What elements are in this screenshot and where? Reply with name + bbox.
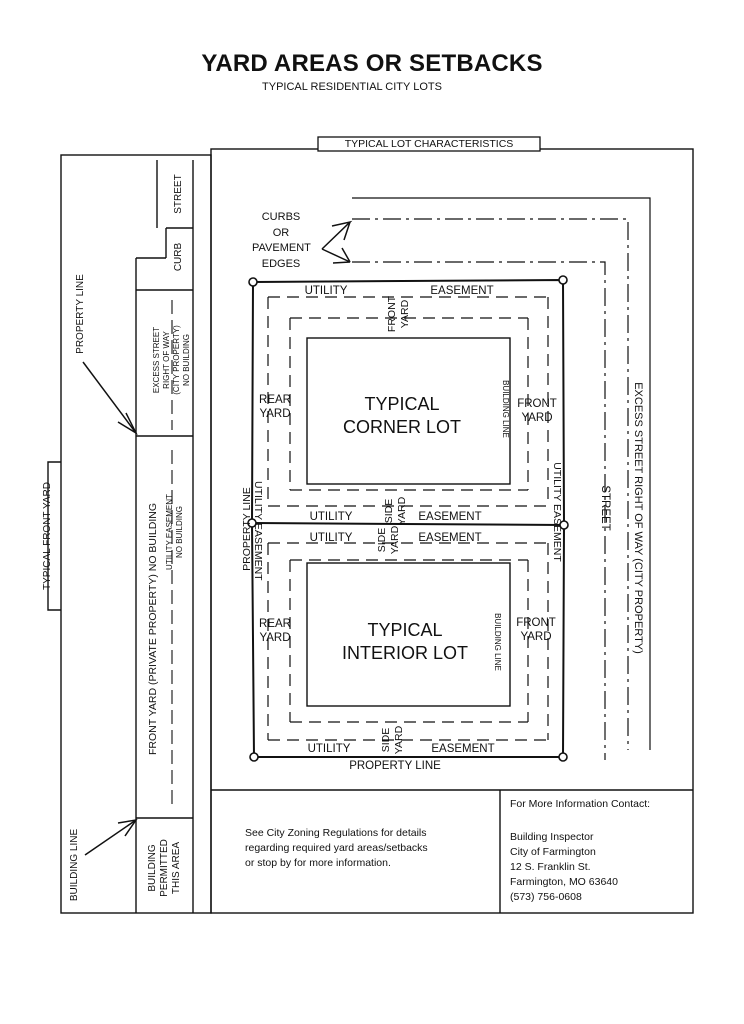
- lot-name-line: INTERIOR LOT: [341, 643, 468, 663]
- corner-easement-bottom: EASEMENT: [418, 511, 482, 523]
- interior-lot-name: TYPICAL INTERIOR LOT: [318, 619, 492, 665]
- curb-label: CURB: [173, 242, 184, 272]
- street-right-label: STREET: [599, 485, 611, 531]
- corner-utility-label: UTILITY: [304, 285, 348, 297]
- contact-line: (573) 756-0608: [510, 891, 582, 903]
- corner-lot-name: TYPICAL CORNER LOT: [317, 393, 487, 439]
- front-yard-line: YARD: [520, 631, 552, 643]
- front-yard-line: FRONT: [516, 617, 556, 629]
- corner-front-yard-right: FRONT YARD: [512, 397, 562, 425]
- rear-yard-line: REAR: [259, 618, 291, 630]
- corner-rear-yard: REAR YARD: [254, 393, 296, 421]
- interior-easement-bottom: EASEMENT: [431, 743, 495, 755]
- contact-line: 12 S. Franklin St.: [510, 861, 591, 873]
- panel-title: TYPICAL LOT CHARACTERISTICS: [344, 138, 514, 150]
- zoning-note: See City Zoning Regulations for details …: [245, 826, 495, 871]
- building-permitted-line: BUILDING: [147, 844, 158, 892]
- excess-row-block: EXCESS STREET RIGHT OF WAY (CITY PROPERT…: [152, 301, 192, 419]
- interior-utility-bottom: UTILITY: [307, 743, 351, 755]
- contact-line: City of Farmington: [510, 846, 596, 858]
- building-permitted-line: PERMITTED: [159, 839, 170, 897]
- interior-front-yard: FRONT YARD: [511, 616, 561, 644]
- lot-name-line: CORNER LOT: [342, 417, 461, 437]
- side-yard-line: YARD: [389, 525, 401, 555]
- curbs-label-line: OR: [272, 226, 290, 239]
- corner-building-line: BUILDING LINE: [501, 380, 510, 438]
- excess-row-line: (CITY PROPERTY): [172, 325, 181, 395]
- property-line-bottom: PROPERTY LINE: [349, 760, 441, 772]
- interior-rear-yard: REAR YARD: [254, 617, 296, 645]
- lot-name-line: TYPICAL: [364, 394, 440, 414]
- page-subtitle: TYPICAL RESIDENTIAL CITY LOTS: [262, 81, 442, 93]
- curbs-label-line: CURBS: [261, 211, 301, 223]
- utility-easement-line: UTILITY EASEMENT: [165, 494, 174, 570]
- property-line-left: PROPERTY LINE: [241, 487, 253, 571]
- front-yard-private-label: FRONT YARD (PRIVATE PROPERTY) NO BUILDIN…: [147, 502, 159, 756]
- front-yard-line: FRONT: [517, 398, 557, 410]
- contact-line: Farmington, MO 63640: [510, 876, 618, 888]
- zoning-note-line: or stop by for more information.: [245, 857, 391, 869]
- utility-easement-line: NO BUILDING: [175, 506, 184, 559]
- interior-utility-top: UTILITY: [309, 532, 353, 544]
- contact-block: Building Inspector City of Farmington 12…: [510, 830, 690, 905]
- building-permitted-label: BUILDING PERMITTED THIS AREA: [147, 828, 185, 908]
- building-permitted-line: THIS AREA: [171, 841, 182, 895]
- corner-easement-label: EASEMENT: [430, 285, 494, 297]
- interior-side-yard: SIDE YARD: [380, 718, 408, 762]
- interior-easement-top: EASEMENT: [418, 532, 482, 544]
- excess-row-line: RIGHT OF WAY: [162, 331, 171, 389]
- front-yard-line: FRONT: [386, 295, 398, 333]
- contact-heading: For More Information Contact:: [510, 798, 651, 810]
- excess-row-right-label: EXCESS STREET RIGHT OF WAY (CITY PROPERT…: [632, 382, 644, 654]
- rear-yard-line: REAR: [259, 394, 291, 406]
- excess-row-line: NO BUILDING: [182, 334, 191, 387]
- rear-yard-line: YARD: [259, 408, 291, 420]
- utility-easement-right: UTILITY EASEMENT: [551, 462, 563, 562]
- front-yard-line: YARD: [399, 299, 411, 329]
- side-yard-line: SIDE: [380, 727, 392, 753]
- side-yard-line: YARD: [393, 725, 405, 755]
- curbs-label-line: EDGES: [261, 257, 301, 270]
- typical-front-yard-label: TYPICAL FRONT YARD: [42, 482, 53, 590]
- contact-line: Building Inspector: [510, 831, 594, 843]
- front-yard-line: YARD: [521, 412, 553, 424]
- page-title: YARD AREAS OR SETBACKS: [201, 50, 543, 77]
- street-label: STREET: [173, 174, 184, 214]
- side-yard-line: SIDE: [376, 527, 388, 553]
- zoning-note-line: regarding required yard areas/setbacks: [245, 842, 428, 854]
- building-line-label: BUILDING LINE: [69, 828, 80, 902]
- rear-yard-line: YARD: [259, 632, 291, 644]
- corner-utility-bottom: UTILITY: [309, 511, 353, 523]
- utility-easement-strip-label: UTILITY EASEMENT NO BUILDING: [165, 487, 185, 577]
- lot-name-line: TYPICAL: [367, 620, 443, 640]
- excess-row-line: EXCESS STREET: [152, 326, 161, 394]
- property-line-label: PROPERTY LINE: [75, 274, 86, 354]
- interior-side-yard-top: SIDE YARD: [376, 518, 404, 562]
- interior-building-line: BUILDING LINE: [493, 613, 502, 671]
- curbs-label-line: PAVEMENT: [252, 242, 311, 254]
- zoning-note-line: See City Zoning Regulations for details: [245, 827, 427, 839]
- corner-front-yard-top: FRONT YARD: [386, 294, 414, 334]
- curbs-label: CURBS OR PAVEMENT EDGES: [252, 210, 311, 272]
